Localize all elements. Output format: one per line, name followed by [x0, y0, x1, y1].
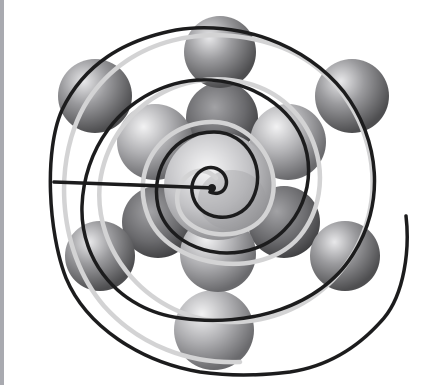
- outer-sphere-lower-right: [310, 221, 380, 291]
- outer-sphere-upper-right: [315, 59, 389, 133]
- center-sphere-shadow: [198, 170, 266, 230]
- spiral-center-knot: [208, 184, 216, 192]
